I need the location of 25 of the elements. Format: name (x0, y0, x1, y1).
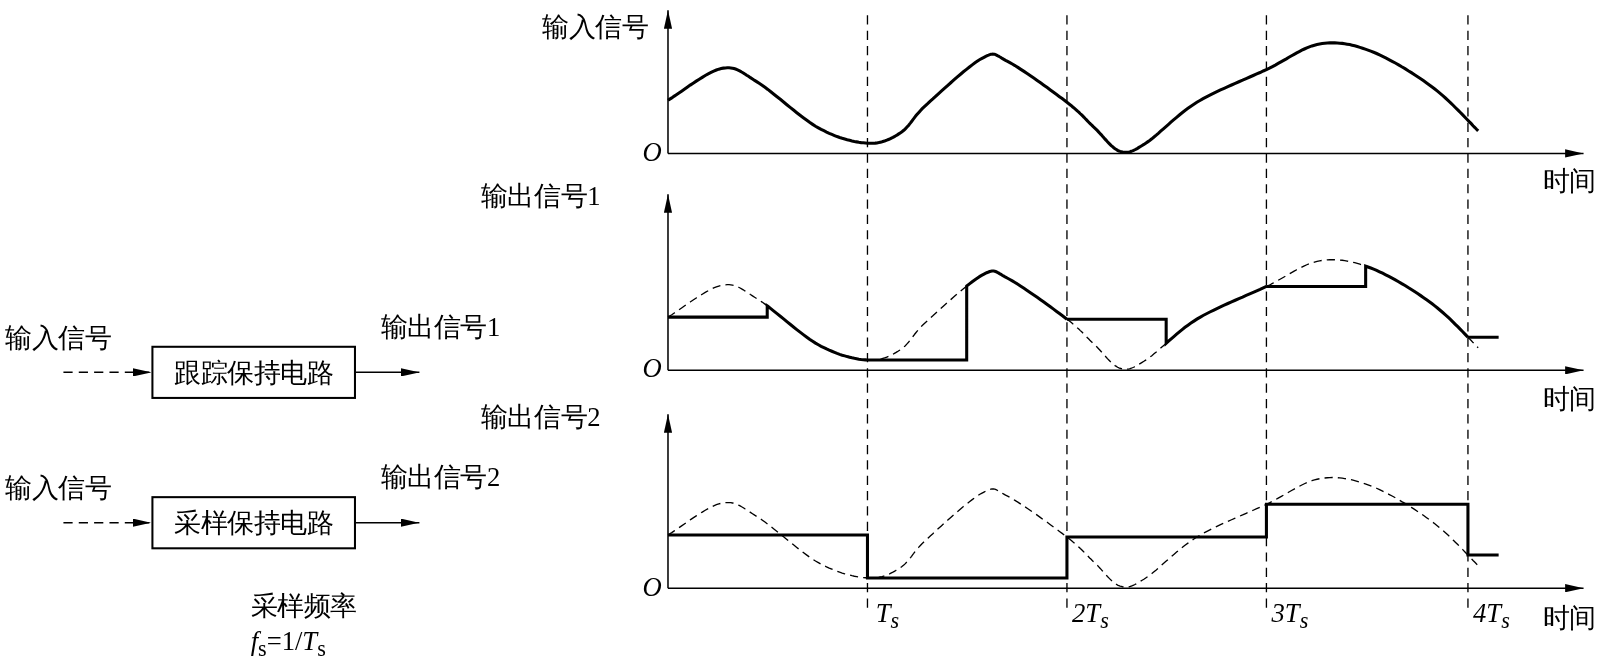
origin-label: O (642, 137, 662, 168)
arrow (62, 368, 153, 377)
signal-label: 输入信号 (5, 473, 112, 504)
tick-label: 2T$_{s}$ (1072, 598, 1109, 636)
caption-text: 采样频率 (250, 591, 357, 622)
signal-label: 输出信号2 (380, 462, 501, 493)
arrow (355, 518, 421, 527)
axis-title: 输出信号1 (480, 181, 601, 212)
origin-label: O (642, 572, 662, 604)
axis-title: 时间 (1542, 384, 1596, 416)
arrow (62, 518, 153, 527)
signal-label: 输入信号 (5, 323, 112, 353)
signal-label: 输出信号1 (380, 312, 501, 342)
axis-title: 输入信号 (542, 12, 649, 43)
process-box: 跟踪保持电路 (151, 345, 356, 399)
tick-label: 3T$_{s}$ (1271, 598, 1309, 636)
formula-text: f$_{s}$=1/T$_{s}$ (250, 626, 326, 663)
process-box: 采样保持电路 (151, 496, 356, 550)
tick-label: T$_{s}$ (875, 598, 900, 636)
arrow (355, 368, 421, 377)
origin-label: O (642, 353, 662, 385)
axis-title: 输出信号2 (480, 402, 601, 433)
tick-label: 4T$_{s}$ (1473, 598, 1510, 636)
axis-title: 时间 (1542, 166, 1596, 198)
axis-title: 时间 (1542, 603, 1596, 635)
